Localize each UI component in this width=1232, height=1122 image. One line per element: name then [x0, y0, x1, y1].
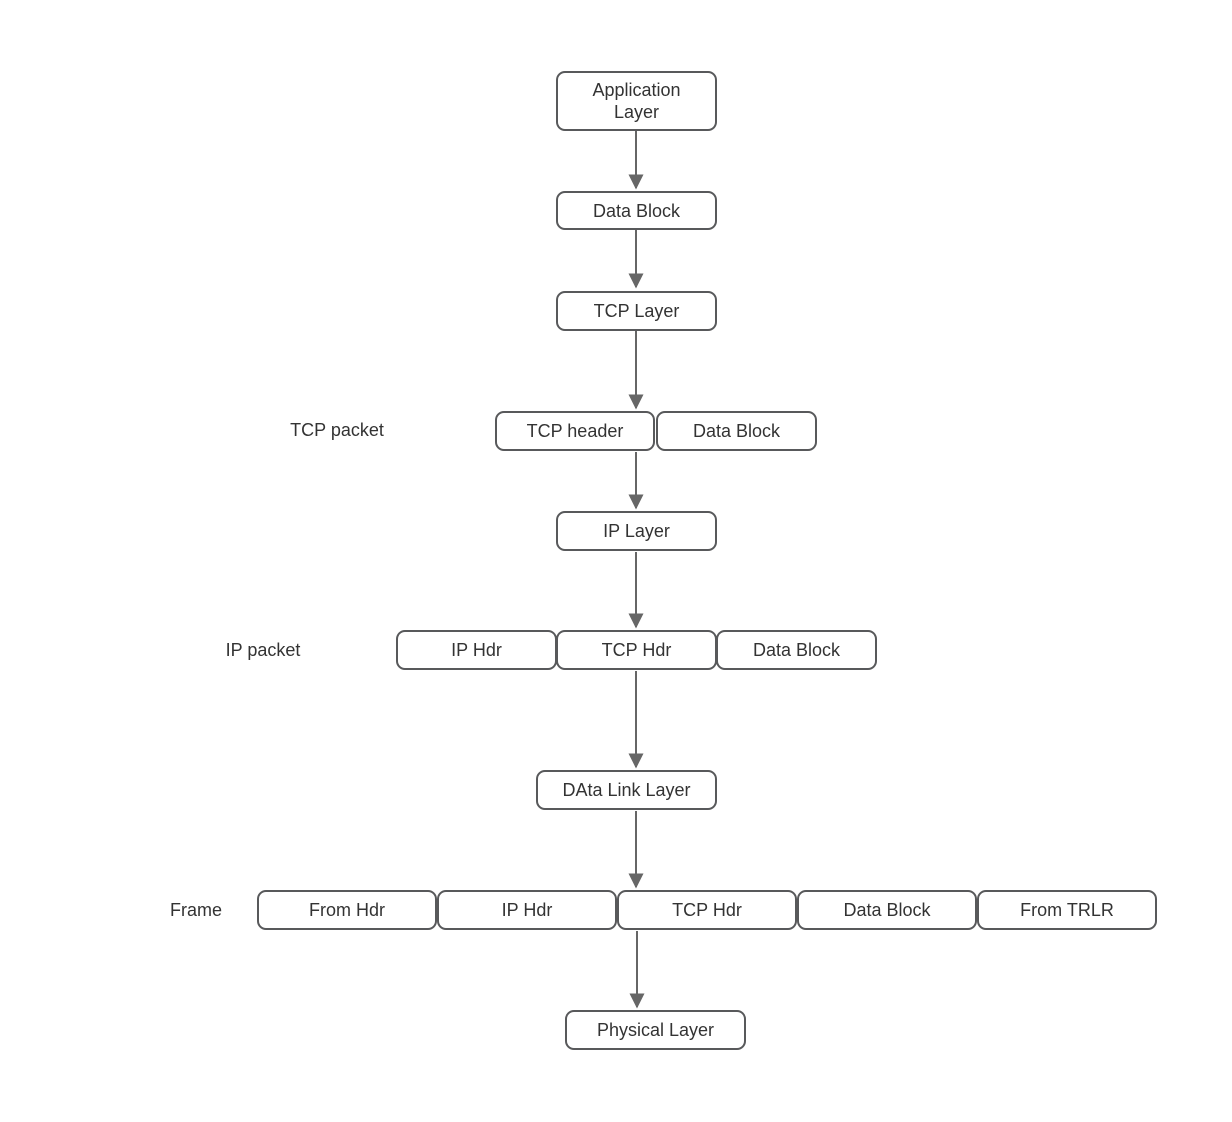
- node-tcp-packet-data-block: Data Block: [656, 411, 817, 451]
- node-tcp-header: TCP header: [495, 411, 655, 451]
- node-ip-layer: IP Layer: [556, 511, 717, 551]
- node-application-layer: Application Layer: [556, 71, 717, 131]
- node-frame-ip-hdr: IP Hdr: [437, 890, 617, 930]
- row-label-ip-packet: IP packet: [225, 640, 301, 660]
- node-frame-from-hdr: From Hdr: [257, 890, 437, 930]
- node-tcp-layer: TCP Layer: [556, 291, 717, 331]
- node-frame-from-trlr: From TRLR: [977, 890, 1157, 930]
- node-ip-packet-data-block: Data Block: [716, 630, 877, 670]
- node-frame-tcp-hdr: TCP Hdr: [617, 890, 797, 930]
- node-physical-layer: Physical Layer: [565, 1010, 746, 1050]
- node-frame-data-block: Data Block: [797, 890, 977, 930]
- row-label-tcp-packet: TCP packet: [290, 420, 384, 440]
- node-ip-packet-ip-hdr: IP Hdr: [396, 630, 557, 670]
- node-data-link-layer: DAta Link Layer: [536, 770, 717, 810]
- node-ip-packet-tcp-hdr: TCP Hdr: [556, 630, 717, 670]
- row-label-frame: Frame: [169, 900, 222, 920]
- node-data-block-top: Data Block: [556, 191, 717, 230]
